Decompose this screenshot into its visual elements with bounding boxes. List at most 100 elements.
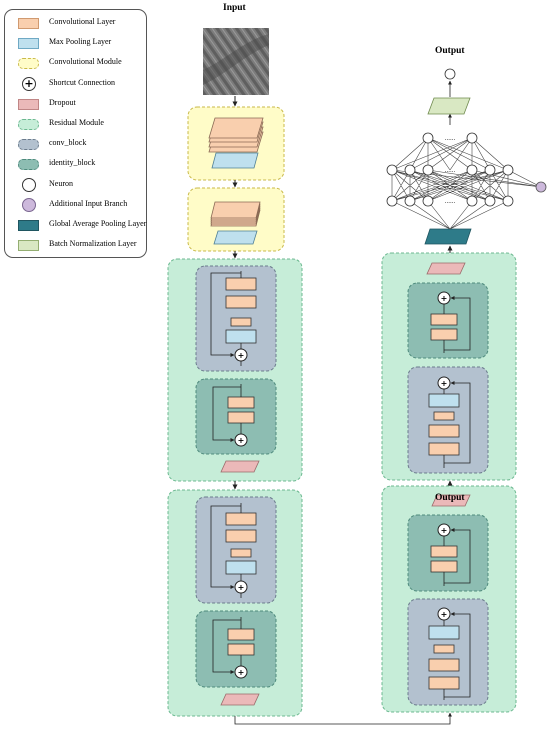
shortcut-plus: + bbox=[238, 583, 245, 592]
ellipsis-middle: ...... bbox=[445, 166, 456, 174]
neuron bbox=[466, 164, 478, 176]
conv-layer bbox=[433, 411, 455, 421]
neuron bbox=[386, 195, 398, 207]
dropout-layer-left-1 bbox=[220, 460, 260, 473]
legend-label: conv_block bbox=[49, 138, 87, 148]
legend-item-identity_block: identity_block bbox=[5, 156, 148, 174]
conv-layer bbox=[428, 442, 460, 456]
legend-item-extra_input: Additional Input Branch bbox=[5, 197, 148, 215]
legend-label: Shortcut Connection bbox=[49, 77, 115, 87]
legend-label: Additional Input Branch bbox=[49, 198, 128, 208]
shortcut-plus: + bbox=[441, 379, 448, 388]
output-title-top: Output bbox=[435, 46, 465, 56]
conv-layer bbox=[428, 658, 460, 672]
legend-item-dropout: Dropout bbox=[5, 96, 148, 114]
conv-layer bbox=[430, 560, 458, 573]
conv-layer bbox=[227, 628, 255, 641]
conv-layer bbox=[430, 545, 458, 558]
conv-layer bbox=[433, 644, 455, 654]
maxpool-layer bbox=[428, 393, 460, 408]
conv-layer bbox=[428, 676, 460, 690]
legend-item-residual: Residual Module bbox=[5, 116, 148, 134]
legend-label: Neuron bbox=[49, 178, 73, 188]
extra_input-swatch-icon bbox=[22, 197, 36, 212]
conv-layer bbox=[430, 313, 458, 326]
shortcut-plus: + bbox=[441, 610, 448, 619]
conv-swatch-icon bbox=[18, 18, 39, 29]
shortcut-swatch-icon: + bbox=[22, 76, 36, 91]
legend-item-gap: Global Average Pooling Layer bbox=[5, 217, 148, 235]
neuron bbox=[466, 132, 478, 144]
shortcut-path bbox=[210, 272, 241, 357]
shortcut-plus: + bbox=[238, 668, 245, 677]
shortcut-path bbox=[212, 386, 241, 442]
residual-swatch-icon bbox=[18, 119, 39, 130]
neuron bbox=[422, 195, 434, 207]
shortcut-path bbox=[444, 528, 471, 584]
conv_module-swatch-icon bbox=[18, 58, 39, 70]
shortcut-plus: + bbox=[238, 436, 245, 445]
neuron bbox=[484, 164, 496, 176]
legend-label: identity_block bbox=[49, 158, 96, 168]
fully-connected-network bbox=[391, 137, 542, 230]
shortcut-plus: + bbox=[441, 294, 448, 303]
legend-label: Convolutional Layer bbox=[49, 17, 116, 26]
legend-label: Dropout bbox=[49, 97, 76, 107]
conv-layer bbox=[225, 512, 257, 526]
neuron bbox=[484, 195, 496, 207]
shortcut-path bbox=[444, 296, 471, 351]
conv-layer bbox=[225, 277, 257, 291]
shortcut-add-node bbox=[234, 433, 248, 447]
legend-label: Convolutional Module bbox=[49, 57, 122, 67]
global-average-pooling-layer bbox=[424, 228, 472, 245]
output-neuron bbox=[444, 68, 456, 80]
maxpool-layer-2 bbox=[213, 230, 258, 245]
neuron bbox=[502, 195, 514, 207]
dropout-layer-right-1 bbox=[426, 262, 466, 275]
conv-stack-2 bbox=[210, 201, 261, 227]
maxpool-layer bbox=[225, 560, 257, 575]
batch-normalization-layer bbox=[427, 97, 471, 115]
conv-layer bbox=[227, 643, 255, 656]
dropout-swatch-icon bbox=[18, 98, 39, 110]
legend-label: Global Average Pooling Layer bbox=[49, 219, 147, 228]
shortcut-path bbox=[210, 505, 241, 589]
bn-swatch-icon bbox=[18, 240, 39, 252]
additional-input-neuron bbox=[535, 181, 547, 193]
neuron bbox=[502, 164, 514, 176]
neuron-layer-bottom bbox=[386, 195, 514, 207]
shortcut-add-node bbox=[234, 665, 248, 679]
legend-label: Residual Module bbox=[49, 118, 104, 127]
ellipsis-top: ...... bbox=[445, 134, 456, 142]
neuron bbox=[404, 164, 416, 176]
legend-item-shortcut: + Shortcut Connection bbox=[5, 76, 148, 94]
neuron-layer-top bbox=[422, 132, 478, 144]
maxpool-layer bbox=[225, 329, 257, 344]
conv-layer bbox=[225, 295, 257, 309]
neuron-layer-middle bbox=[386, 164, 514, 176]
neuron bbox=[422, 164, 434, 176]
maxpool-layer-1 bbox=[211, 152, 259, 169]
ellipsis-bottom: ...... bbox=[445, 197, 456, 205]
legend-item-bn: Batch Normalization Layer bbox=[5, 237, 148, 255]
gap-swatch-icon bbox=[18, 220, 39, 231]
conv-layer bbox=[225, 529, 257, 543]
conv-layer bbox=[230, 548, 252, 558]
legend-label: Batch Normalization Layer bbox=[49, 239, 137, 249]
maxpool-layer bbox=[428, 625, 460, 640]
conv-layer bbox=[430, 328, 458, 341]
legend-item-conv: Convolutional Layer bbox=[5, 15, 148, 33]
conv-layer bbox=[428, 424, 460, 438]
legend-item-neuron: Neuron bbox=[5, 177, 148, 195]
input-title: Input bbox=[223, 3, 246, 13]
neuron bbox=[386, 164, 398, 176]
shortcut-plus: + bbox=[238, 351, 245, 360]
conv_block-swatch-icon bbox=[18, 139, 39, 151]
dropout-layer-left-2 bbox=[220, 693, 260, 706]
shortcut-path bbox=[212, 619, 241, 674]
shortcut-path bbox=[444, 381, 471, 464]
texture-streak bbox=[203, 34, 269, 85]
identity_block-swatch-icon bbox=[18, 159, 39, 171]
